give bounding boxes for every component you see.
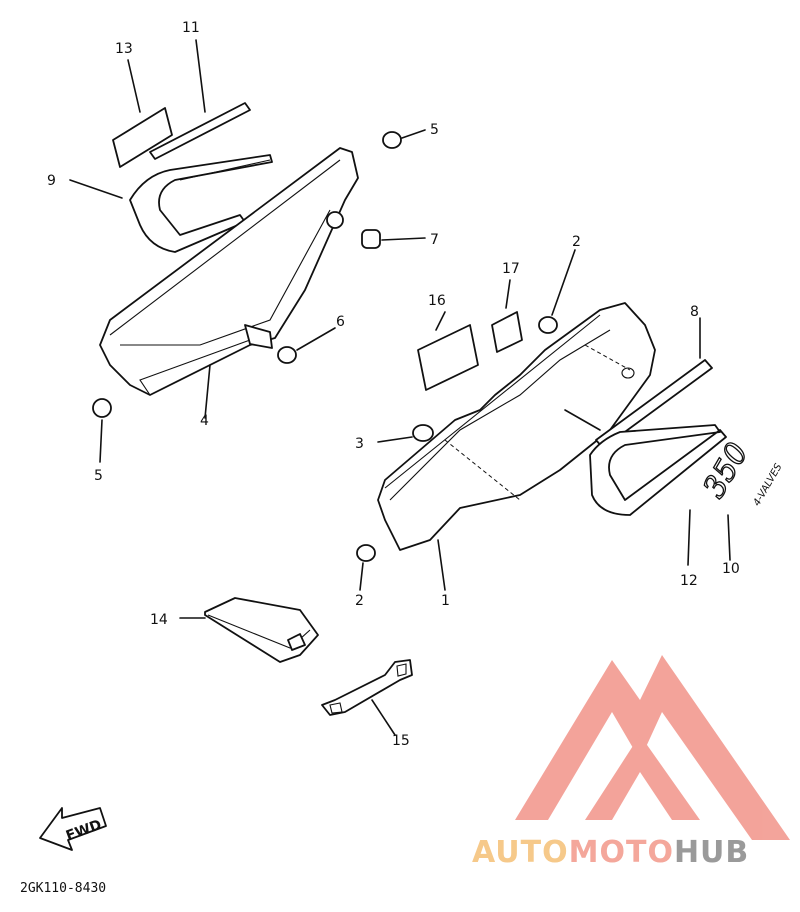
callout-5b: 5 [94, 468, 103, 484]
callout-8: 8 [690, 304, 699, 320]
callout-6: 6 [336, 314, 345, 330]
watermark-part3: HUB [674, 835, 749, 870]
callout-2b: 2 [355, 593, 364, 609]
part-9-emblem [69, 154, 273, 253]
callout-16: 16 [428, 293, 446, 309]
part-11-strip [149, 39, 251, 160]
callout-10: 10 [722, 561, 740, 577]
decal-sub-text: 4-VALVES [752, 461, 785, 508]
watermark-logo-icon [515, 655, 790, 840]
callout-11: 11 [182, 20, 200, 36]
callout-1: 1 [441, 593, 450, 609]
part-2-grommet-top [538, 249, 576, 334]
callout-5a: 5 [430, 122, 439, 138]
diagram-code: 2GK110-8430 [20, 881, 106, 896]
part-6-grommet [277, 327, 336, 364]
part-5-grommet-bottom [92, 398, 112, 463]
part-14-tool-pouch [179, 597, 319, 663]
part-4-left-cover [99, 147, 359, 419]
part-3-grommet [377, 424, 434, 443]
watermark-text: AUTOMOTOHUB [472, 835, 749, 870]
part-5-grommet-top [382, 129, 426, 149]
fwd-arrow-icon: FWD [39, 807, 107, 851]
watermark-part1: AUTO [472, 835, 569, 870]
watermark-part2: MOTO [569, 835, 674, 870]
callout-13: 13 [115, 41, 133, 57]
callout-17: 17 [502, 261, 520, 277]
callout-7: 7 [430, 232, 439, 248]
part-7-collar [326, 211, 426, 249]
callout-15: 15 [392, 733, 410, 749]
callout-9: 9 [47, 173, 56, 189]
part-10-model-decal: 350 4-VALVES [696, 436, 785, 561]
part-15-strap [321, 659, 413, 736]
callout-12: 12 [680, 573, 698, 589]
part-13-decal [112, 107, 173, 168]
part-17-decal [491, 279, 523, 353]
part-12-emblem [589, 424, 727, 566]
part-1-right-cover [377, 302, 656, 591]
callout-4: 4 [200, 413, 209, 429]
callout-2a: 2 [572, 234, 581, 250]
callout-3: 3 [355, 436, 364, 452]
callout-14: 14 [150, 612, 168, 628]
part-2-grommet-bottom [356, 544, 376, 591]
part-16-decal [417, 311, 479, 391]
